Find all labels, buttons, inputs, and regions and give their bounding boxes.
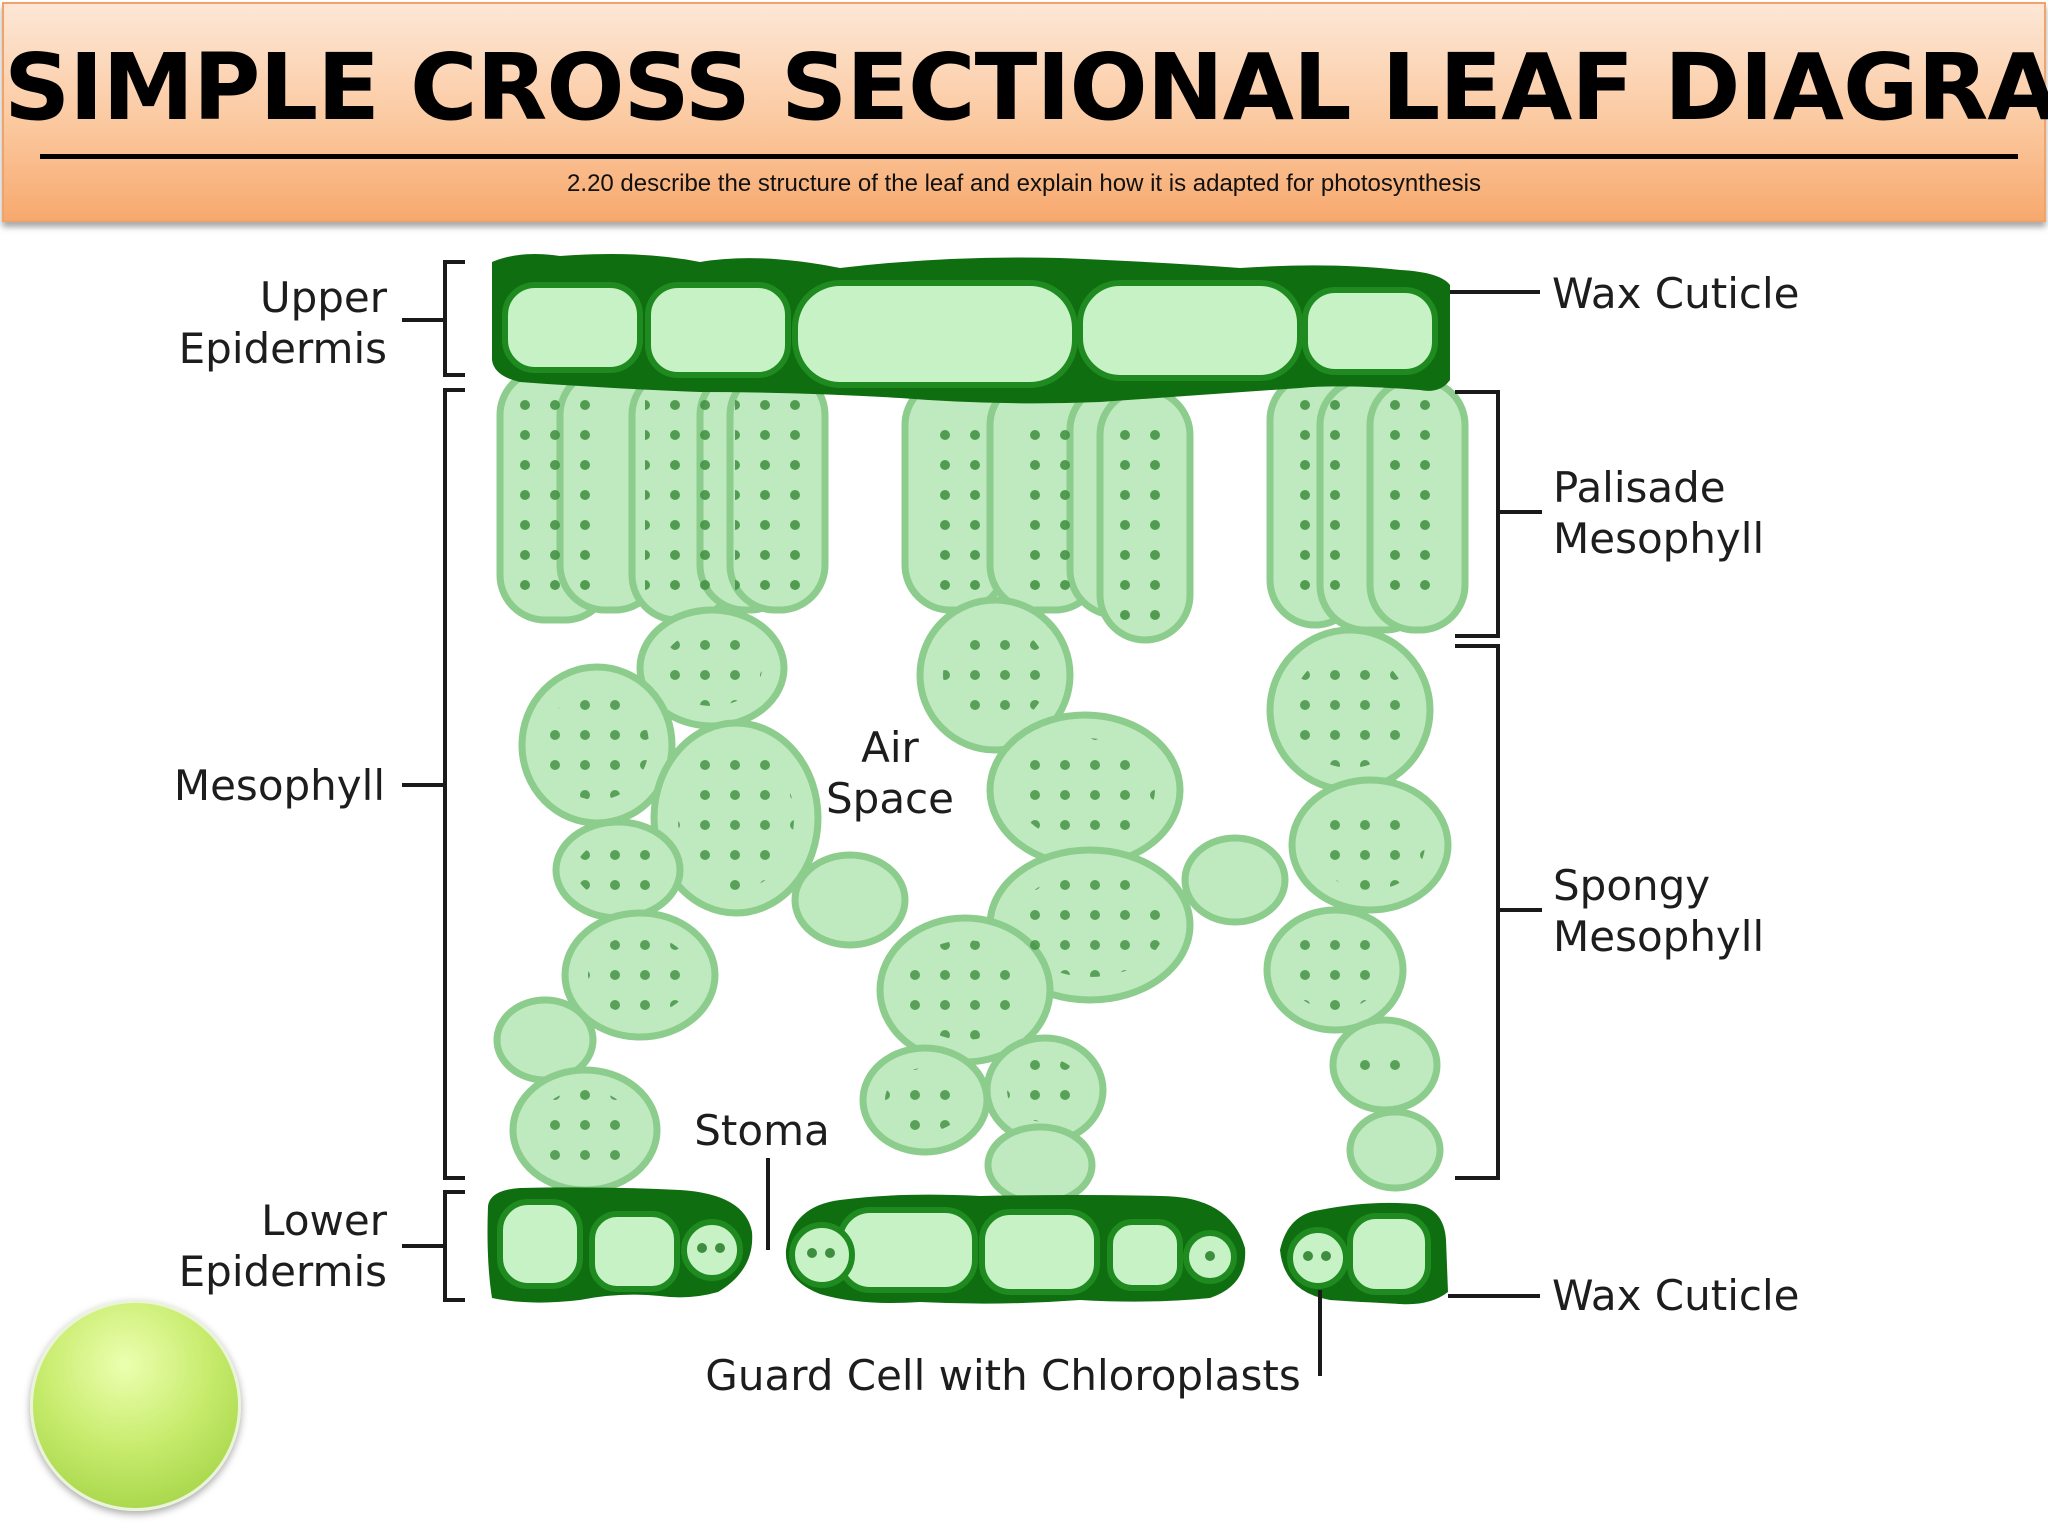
label-brackets <box>402 260 1542 1376</box>
page-title: SIMPLE CROSS SECTIONAL LEAF DIAGRAM <box>4 34 2048 141</box>
palisade-mesophyll-label: Palisade <box>1553 463 1726 512</box>
title-underline <box>40 154 2018 159</box>
lower-epidermis-label: Lower <box>261 1196 388 1245</box>
wax-cuticle-top-label: Wax Cuticle <box>1552 269 1799 318</box>
upper-epidermis-label: Upper <box>260 273 388 322</box>
stoma-label: Stoma <box>694 1106 829 1155</box>
title-banner: SIMPLE CROSS SECTIONAL LEAF DIAGRAM 2.20… <box>2 2 2048 222</box>
air-space-label: Air <box>861 723 919 772</box>
guard-cell-chloroplasts <box>697 1243 1331 1261</box>
palisade-mesophyll-label-line2: Mesophyll <box>1553 514 1764 563</box>
decorative-green-circle <box>30 1300 241 1511</box>
lower-epidermis-label-line2: Epidermis <box>179 1247 387 1296</box>
diagram-labels: Upper Epidermis Mesophyll Lower Epidermi… <box>174 269 1800 1400</box>
mesophyll-label: Mesophyll <box>174 761 385 810</box>
spongy-mesophyll-label: Spongy <box>1553 861 1710 910</box>
air-space-label-line2: Space <box>826 774 954 823</box>
upper-epidermis <box>492 254 1450 404</box>
palisade-chloroplasts <box>520 400 1450 620</box>
spongy-mesophyll-label-line2: Mesophyll <box>1553 912 1764 961</box>
page-subtitle: 2.20 describe the structure of the leaf … <box>567 170 1481 197</box>
upper-epidermis-label-line2: Epidermis <box>179 324 387 373</box>
guard-cell-label: Guard Cell with Chloroplasts <box>705 1351 1300 1400</box>
spongy-chloroplasts <box>535 623 1425 1170</box>
wax-cuticle-bottom-label: Wax Cuticle <box>1552 1271 1799 1320</box>
guard-cells <box>681 1219 1349 1289</box>
